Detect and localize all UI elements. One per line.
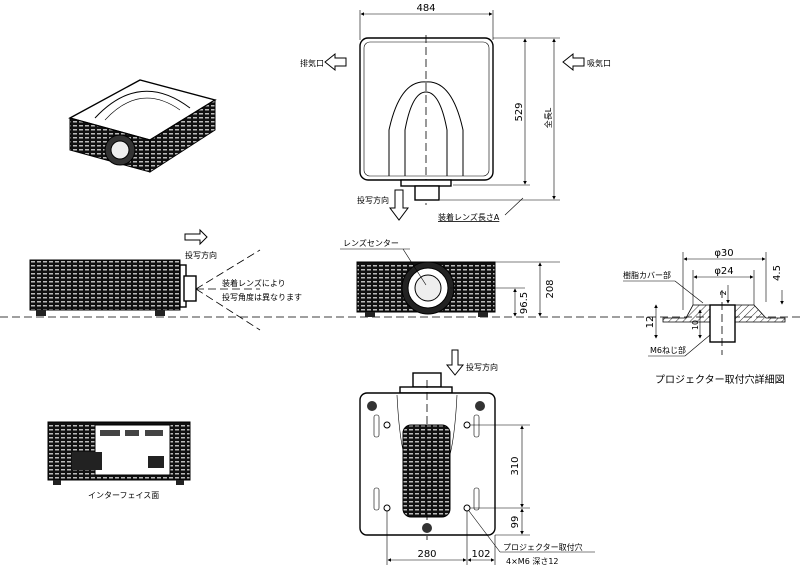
projection-arrow-icon <box>184 228 208 246</box>
mount-hole-spec: 4×M6 深さ12 <box>506 557 559 566</box>
dim-280: 280 <box>417 549 436 560</box>
depth-4-5-dim: 4.5 <box>772 265 783 281</box>
width-dimension: 484 <box>416 3 435 14</box>
total-length-label: 全長L <box>543 107 553 128</box>
lens-height-dimension: 96.5 <box>519 292 530 314</box>
interface-label: インターフェイス面 <box>88 491 159 500</box>
isometric-view <box>68 79 217 173</box>
height-10-dim: 10 <box>691 320 700 330</box>
exhaust-label: 排気口 <box>300 58 324 68</box>
resin-cover-label: 樹脂カバー部 <box>623 270 671 280</box>
front-view: レンズセンター 208 96.5 <box>340 238 560 317</box>
dim-99: 99 <box>510 516 521 529</box>
lens-angle-note-1: 装着レンズにより <box>222 278 286 288</box>
inner-diameter-dim: φ24 <box>714 266 733 277</box>
projection-direction-label: 投写方向 <box>185 250 217 260</box>
mount-hole-label: プロジェクター取付穴 <box>503 542 583 552</box>
top-view: 484 529 全長L 排気口 吸気口 投写方向 装着レンズ長さA <box>300 3 611 222</box>
projection-arrow-icon <box>389 189 409 221</box>
outer-diameter-dim: φ30 <box>714 248 733 259</box>
projection-arrow-icon <box>445 349 465 376</box>
projection-direction-label: 投写方向 <box>357 195 389 205</box>
intake-arrow-icon <box>562 52 585 72</box>
mount-hole-detail: φ30 φ24 2 4.5 12 10 樹脂カバー部 M6ねじ部 プロジェクター… <box>623 248 786 386</box>
dim-102: 102 <box>471 549 490 560</box>
lens-angle-note-2: 投写角度は異なります <box>222 292 302 302</box>
side-view: 投写方向 装着レンズにより 投写角度は異なります <box>29 228 302 331</box>
projection-direction-label: 投写方向 <box>466 362 498 372</box>
interface-view: インターフェイス面 <box>47 421 191 500</box>
mount-hole <box>383 421 391 429</box>
lens-center-label: レンズセンター <box>343 238 399 248</box>
intake-label: 吸気口 <box>587 58 611 68</box>
lens-length-label: 装着レンズ長さA <box>438 212 500 222</box>
dim-310: 310 <box>510 456 521 475</box>
depth-dimension: 529 <box>514 102 525 121</box>
height-dimension: 208 <box>545 279 556 298</box>
bottom-view: 投写方向 310 99 280 102 プロジェクター取付穴 4×M6 深さ12 <box>359 349 595 566</box>
height-12-dim: 12 <box>645 316 656 329</box>
gap-dim: 2 <box>719 290 728 295</box>
detail-title: プロジェクター取付穴詳細図 <box>655 373 785 386</box>
thread-label: M6ねじ部 <box>650 345 686 355</box>
exhaust-arrow-icon <box>324 52 347 72</box>
